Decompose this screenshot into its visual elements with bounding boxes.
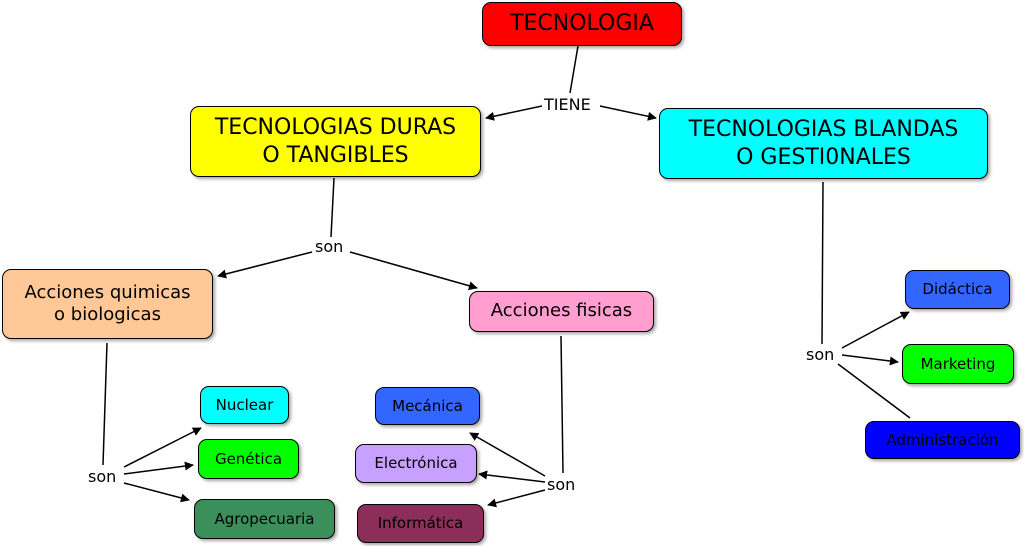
line-quimicas-son	[102, 342, 108, 466]
concept-administracion: Administración	[865, 421, 1020, 459]
link-son-blandas: son	[804, 345, 837, 364]
concept-tecnologias-blandas: TECNOLOGIAS BLANDAS O GESTI0NALES	[659, 108, 988, 179]
arrow-son-fisicas	[349, 251, 478, 291]
arrow-tiene-blandas	[599, 105, 657, 121]
link-son-duras: son	[313, 237, 346, 256]
line-blandas-son	[821, 181, 824, 345]
concept-mecanica: Mecánica	[375, 387, 480, 425]
arrow-son-agropecuaria	[123, 482, 190, 503]
concept-informatica: Informática	[357, 504, 484, 543]
line-tecnologia-tiene	[569, 45, 579, 94]
concept-didactica: Didáctica	[905, 270, 1010, 309]
concept-marketing: Marketing	[902, 344, 1014, 384]
arrow-son-quimicas	[217, 251, 313, 279]
arrow-tiene-duras	[485, 105, 543, 121]
arrow-son-informatica	[487, 489, 546, 508]
concept-acciones-fisicas: Acciones fisicas	[469, 291, 654, 332]
line-son-administracion	[837, 363, 911, 419]
arrow-son-didactica	[841, 311, 910, 349]
arrow-son-genetica	[123, 461, 194, 475]
arrow-son-nuclear	[123, 427, 202, 468]
concept-acciones-quimicas: Acciones quimicas o biologicas	[2, 269, 213, 339]
concept-nuclear: Nuclear	[200, 386, 289, 424]
link-son-fisicas: son	[545, 475, 578, 494]
concept-agropecuaria: Agropecuaria	[194, 499, 335, 539]
line-duras-son	[330, 177, 335, 238]
concept-genetica: Genética	[198, 439, 299, 479]
link-son-quimicas: son	[86, 467, 119, 486]
concept-tecnologia: TECNOLOGIA	[482, 2, 682, 46]
concept-tecnologias-duras: TECNOLOGIAS DURAS O TANGIBLES	[190, 106, 481, 177]
arrow-son-mecanica	[469, 432, 546, 477]
arrow-son-marketing	[841, 354, 899, 366]
link-tiene: TIENE	[542, 95, 593, 114]
line-fisicas-son	[560, 335, 564, 474]
arrow-son-electronica	[478, 470, 546, 483]
concept-electronica: Electrónica	[355, 444, 477, 483]
